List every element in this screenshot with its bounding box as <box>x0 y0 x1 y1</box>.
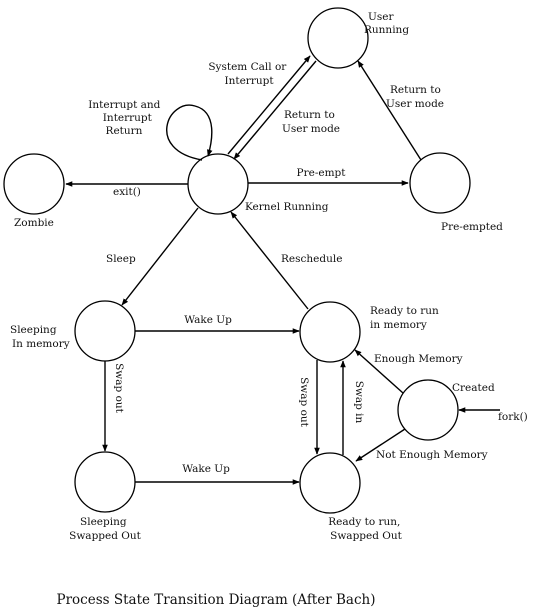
state-sleeping-swapped <box>74 451 136 513</box>
label-ready-swapped: Ready to run, Swapped Out <box>328 516 403 542</box>
edge-enough-memory <box>354 349 404 394</box>
label-interrupt-return: Interrupt and Interrupt Return <box>88 99 164 137</box>
edge-not-enough-memory <box>355 428 406 462</box>
label-sleep: Sleep <box>106 253 136 265</box>
label-user-running: User Running <box>364 11 409 36</box>
label-ready-in-memory: Ready to run in memory <box>370 305 442 331</box>
label-preempted: Pre-empted <box>441 221 503 233</box>
label-created: Created <box>452 382 495 394</box>
edge-return-to-user-from-preempted <box>357 60 422 161</box>
state-preempted <box>409 152 471 214</box>
edge-system-call <box>227 55 311 155</box>
label-zombie: Zombie <box>14 217 54 229</box>
label-return-to-user-preempted: Return to User mode <box>386 84 444 110</box>
state-zombie <box>3 153 65 215</box>
label-sleeping-swapped: Sleeping Swapped Out <box>69 516 142 542</box>
edge-reschedule <box>230 211 309 310</box>
diagram-caption: Process State Transition Diagram (After … <box>57 592 376 608</box>
state-ready-in-memory <box>299 301 361 363</box>
edge-sleep <box>121 207 199 306</box>
label-system-call: System Call or Interrupt <box>208 61 289 87</box>
label-sleeping-in-memory: Sleeping In memory <box>10 324 70 350</box>
label-kernel-running: Kernel Running <box>245 201 329 213</box>
label-enough-memory: Enough Memory <box>374 353 463 365</box>
edge-interrupt-self-loop <box>166 104 213 161</box>
label-wake-up-in-memory: Wake Up <box>184 314 232 326</box>
label-reschedule: Reschedule <box>281 253 342 265</box>
state-kernel-running <box>187 153 249 215</box>
state-sleeping-in-memory <box>74 300 136 362</box>
state-created <box>397 379 459 441</box>
state-user-running <box>307 7 369 69</box>
label-not-enough-memory: Not Enough Memory <box>376 449 488 461</box>
label-fork: fork() <box>498 411 528 423</box>
label-return-to-user-kernel: Return to User mode <box>282 109 340 135</box>
label-exit: exit() <box>113 186 141 198</box>
label-preempt: Pre-empt <box>297 167 347 179</box>
label-swap-out-ready: Swap out <box>298 377 310 428</box>
state-ready-swapped <box>299 452 361 514</box>
label-swap-in: Swap in <box>353 381 365 424</box>
edge-return-to-user-from-kernel <box>233 60 317 160</box>
label-swap-out-sleeping: Swap out <box>113 363 125 414</box>
label-wake-up-swapped: Wake Up <box>182 463 230 475</box>
